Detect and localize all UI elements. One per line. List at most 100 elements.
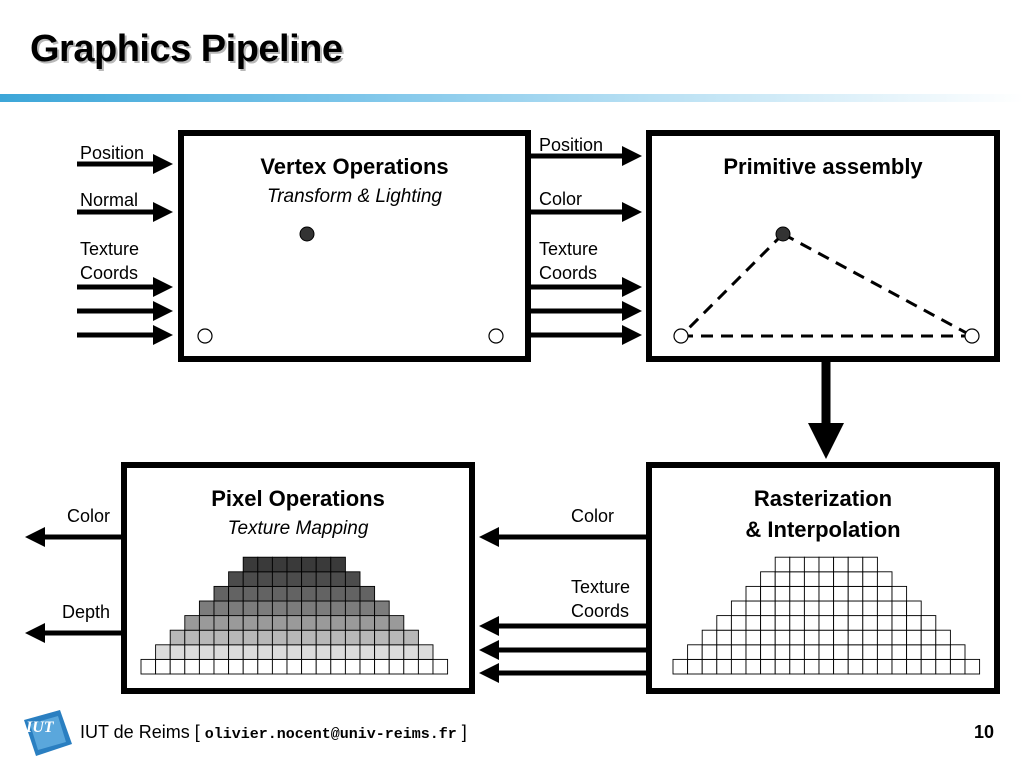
label-out-color: Color: [67, 506, 111, 526]
pixel-cell: [862, 658, 878, 675]
footer-email-link[interactable]: olivier.nocent@univ-reims.fr: [204, 726, 457, 743]
pixel-cell: [891, 658, 908, 675]
pixel-cell: [184, 644, 200, 660]
pixel-cell: [789, 644, 805, 660]
pixel-cell: [862, 556, 878, 573]
rasterization-title-line2: & Interpolation: [745, 517, 901, 542]
pixel-cell: [949, 644, 966, 660]
pixel-cell: [315, 585, 332, 602]
pixel-cell: [818, 556, 835, 573]
pixel-cell: [774, 644, 791, 660]
pixel-cell: [876, 585, 893, 602]
pixel-cell: [242, 600, 259, 617]
pixel-cell: [242, 585, 259, 602]
pixel-cell: [213, 658, 230, 675]
pixel-cell: [301, 644, 317, 660]
pixel-cell: [891, 629, 908, 646]
pixel-cell: [803, 600, 820, 617]
pixel-cell: [730, 644, 747, 660]
pixel-cell: [359, 644, 376, 660]
pixel-cell: [716, 644, 732, 660]
pixel-cell: [847, 658, 864, 675]
pixel-cell: [198, 615, 215, 631]
vertex-dot-top: [299, 226, 315, 242]
pixel-cell: [301, 571, 317, 587]
pixel-cell: [228, 629, 244, 646]
pixel-cell: [374, 615, 390, 631]
vertex-operations-box: Vertex Operations Transform & Lighting: [178, 130, 531, 362]
pixel-cell: [716, 658, 732, 675]
pixel-cell: [862, 571, 878, 587]
pixel-cell: [745, 600, 762, 617]
pixel-cell: [374, 600, 390, 617]
pixel-cell: [818, 615, 835, 631]
pixel-cell: [847, 629, 864, 646]
pixel-cell: [701, 629, 718, 646]
pixel-cell: [169, 629, 186, 646]
pixel-cell: [789, 600, 805, 617]
label-pixel-in-texture-2: Coords: [571, 601, 630, 621]
pixel-cell: [359, 629, 376, 646]
pixel-cell: [774, 629, 791, 646]
pixel-cell: [228, 571, 244, 587]
pixel-cell: [745, 629, 762, 646]
vertex-dot-right: [488, 328, 504, 344]
slide-title: Graphics Pipeline: [30, 28, 343, 70]
pixel-cell: [301, 615, 317, 631]
pixel-cell: [935, 644, 951, 660]
rasterization-title-line1: Rasterization: [753, 486, 893, 511]
pixel-cell: [803, 556, 820, 573]
pixel-cell: [242, 658, 259, 675]
pixel-cell: [286, 658, 303, 675]
pixel-cell: [184, 658, 200, 675]
pixel-cell: [184, 629, 200, 646]
pixel-cell: [359, 585, 376, 602]
pixel-cell: [388, 615, 405, 631]
pixel-cell: [359, 615, 376, 631]
pixel-cell: [315, 571, 332, 587]
label-prim-in-texture-1: Texture: [539, 239, 599, 259]
vertex-operations-subtitle: Transform & Lighting: [267, 186, 442, 207]
pixel-cell: [774, 585, 791, 602]
pixel-cell: [803, 585, 820, 602]
pixel-cell: [833, 658, 849, 675]
pixel-cell: [803, 658, 820, 675]
pixel-cell: [257, 571, 273, 587]
pixel-cell: [198, 600, 215, 617]
pixel-cell: [701, 644, 718, 660]
label-vertex-in-texture-1: Texture: [80, 239, 140, 259]
pixel-cell: [818, 658, 835, 675]
pixel-cell: [330, 615, 346, 631]
pixel-cell: [891, 644, 908, 660]
pixel-cell: [315, 615, 332, 631]
pixel-cell: [242, 571, 259, 587]
pixel-cell: [833, 556, 849, 573]
pixel-cell: [906, 644, 922, 660]
primitive-assembly-box: Primitive assembly: [646, 130, 1000, 362]
pixel-cell: [315, 556, 332, 573]
pixel-cell: [730, 658, 747, 675]
pixel-cell: [315, 658, 332, 675]
pixel-cell: [286, 556, 303, 573]
pixel-cell: [789, 585, 805, 602]
pixel-cell: [789, 629, 805, 646]
pixel-cell: [920, 658, 937, 675]
pixel-cell: [271, 571, 288, 587]
pixel-cell: [891, 615, 908, 631]
pixel-cell: [862, 629, 878, 646]
pixel-cell: [271, 615, 288, 631]
pixel-cell: [388, 658, 405, 675]
triangle-vertex-left: [673, 328, 689, 344]
pixel-cell: [906, 615, 922, 631]
pixel-cell: [344, 585, 361, 602]
shaded-pixel-grid: [140, 556, 449, 675]
pixel-cell: [847, 571, 864, 587]
pixel-cell: [906, 658, 922, 675]
footer-close-bracket: ]: [461, 722, 467, 742]
pixel-cell: [184, 615, 200, 631]
pixel-cell: [257, 556, 273, 573]
footer-institution: IUT de Reims [: [80, 722, 200, 742]
pixel-cell: [935, 629, 951, 646]
pixel-cell: [403, 658, 419, 675]
pixel-cell: [818, 629, 835, 646]
